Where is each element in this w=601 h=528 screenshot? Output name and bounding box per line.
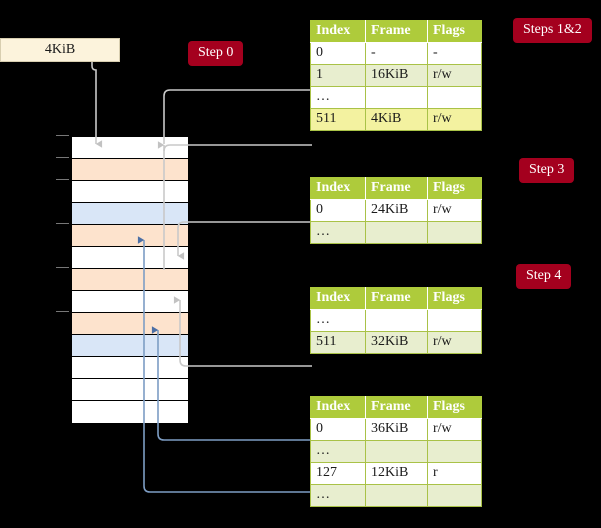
memory-frame-row [72, 291, 188, 313]
column-header-index: Index [310, 287, 366, 310]
cell-index: 0 [310, 199, 366, 222]
cell-frame [365, 309, 428, 332]
cell-flags [427, 86, 482, 109]
column-header-frame: Frame [365, 177, 428, 200]
cell-flags [427, 221, 482, 244]
memory-frame-row [72, 313, 188, 335]
table-row: … [310, 440, 482, 463]
cell-flags: r/w [427, 199, 482, 222]
memory-frame-row [72, 379, 188, 401]
cell-index: … [310, 86, 366, 109]
step-badge-step3: Step 3 [519, 158, 575, 183]
column-header-flags: Flags [427, 20, 482, 43]
cell-frame: 4KiB [365, 108, 428, 131]
column-header-index: Index [310, 177, 366, 200]
cell-frame: 36KiB [365, 418, 428, 441]
memory-tick [56, 267, 69, 268]
column-header-flags: Flags [427, 287, 482, 310]
cell-frame: - [365, 42, 428, 65]
cell-flags: r/w [427, 418, 482, 441]
column-header-frame: Frame [365, 396, 428, 419]
physical-memory-column [70, 135, 190, 423]
column-header-index: Index [310, 20, 366, 43]
column-header-flags: Flags [427, 177, 482, 200]
cell-frame: 16KiB [365, 64, 428, 87]
cell-flags [427, 484, 482, 507]
wire-pdp-to-memory [177, 221, 312, 260]
virtual-page-label: 4KiB [44, 42, 76, 57]
cell-flags: r/w [427, 331, 482, 354]
cell-flags: r/w [427, 108, 482, 131]
cell-flags [427, 440, 482, 463]
virtual-page-box: 4KiB [0, 38, 120, 62]
memory-frame-row [72, 401, 188, 423]
column-header-index: Index [310, 396, 366, 419]
memory-tick [56, 135, 69, 136]
memory-frame-row [72, 137, 188, 159]
memory-frame-row [72, 269, 188, 291]
cell-frame: 32KiB [365, 331, 428, 354]
cell-flags: r [427, 462, 482, 485]
table-row: … [310, 484, 482, 507]
memory-frame-row [72, 357, 188, 379]
cell-frame: 24KiB [365, 199, 428, 222]
cell-frame [365, 221, 428, 244]
cell-index: 511 [310, 331, 366, 354]
cell-flags: r/w [427, 64, 482, 87]
cell-frame [365, 440, 428, 463]
cell-index: 0 [310, 42, 366, 65]
step-badge-step12: Steps 1&2 [513, 18, 592, 43]
cell-frame [365, 86, 428, 109]
wire-step0-vbox-to-frame [91, 62, 103, 148]
table-row: … [310, 309, 482, 332]
cell-index: … [310, 309, 366, 332]
memory-frame-row [72, 335, 188, 357]
memory-frame-row [72, 181, 188, 203]
step-badge-step4: Step 4 [516, 264, 572, 289]
cell-index: 127 [310, 462, 366, 485]
memory-frame-row [72, 203, 188, 225]
cell-index: 511 [310, 108, 366, 131]
memory-tick [56, 157, 69, 158]
step-badge-step0: Step 0 [188, 41, 244, 66]
column-header-flags: Flags [427, 396, 482, 419]
cell-frame [365, 484, 428, 507]
cell-index: … [310, 440, 366, 463]
cell-frame: 12KiB [365, 462, 428, 485]
wire-pd-to-memory [173, 296, 312, 367]
memory-tick [56, 223, 69, 224]
column-header-frame: Frame [365, 287, 428, 310]
table-row: 0-- [310, 42, 482, 65]
cell-index: … [310, 221, 366, 244]
cell-index: 0 [310, 418, 366, 441]
memory-tick [56, 179, 69, 180]
memory-frame-row [72, 225, 188, 247]
cell-index: 1 [310, 64, 366, 87]
cell-flags [427, 309, 482, 332]
cell-index: … [310, 484, 366, 507]
cell-flags: - [427, 42, 482, 65]
table-row: … [310, 221, 482, 244]
memory-frame-row [72, 159, 188, 181]
column-header-frame: Frame [365, 20, 428, 43]
memory-tick [56, 311, 69, 312]
memory-frame-row [72, 247, 188, 269]
table-row: … [310, 86, 482, 109]
